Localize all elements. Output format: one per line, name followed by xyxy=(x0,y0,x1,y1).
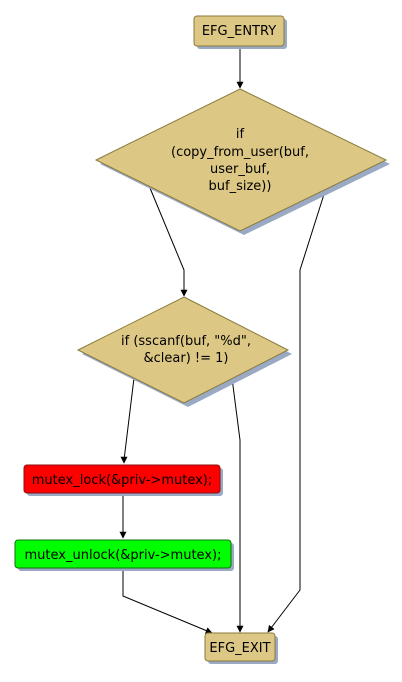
edge-if-sscanf-to-exit xyxy=(231,377,244,633)
exit-node: EFG_EXIT xyxy=(204,632,278,664)
if-sscanf-node: if (sscanf(buf, "%d", &clear) != 1) xyxy=(76,296,292,407)
if-copy-node: if (copy_from_user(buf, user_buf, buf_si… xyxy=(94,88,390,235)
mutex-lock-node: mutex_lock(&priv->mutex); xyxy=(23,464,223,496)
if-copy-line-3: user_buf, xyxy=(210,162,270,177)
if-sscanf-line-1: if (sscanf(buf, "%d", xyxy=(121,334,251,349)
if-sscanf-line-2: &clear) != 1) xyxy=(144,351,229,366)
edge-mutex-unlock-to-exit xyxy=(122,569,213,634)
if-copy-line-1: if xyxy=(236,127,245,142)
edge-if-sscanf-to-mutex-lock xyxy=(120,377,135,464)
if-copy-line-4: buf_size)) xyxy=(209,179,272,194)
edge-if-copy-to-exit xyxy=(267,187,327,633)
if-copy-diamond xyxy=(94,88,388,232)
if-sscanf-diamond xyxy=(76,296,290,404)
edge-if-copy-to-if-sscanf xyxy=(149,187,188,297)
mutex-unlock-box xyxy=(14,539,232,569)
entry-label: EFG_ENTRY xyxy=(202,24,276,39)
exit-box xyxy=(204,632,276,662)
mutex-unlock-label: mutex_unlock(&priv->mutex); xyxy=(25,548,222,563)
mutex-unlock-node: mutex_unlock(&priv->mutex); xyxy=(14,539,234,571)
mutex-lock-box xyxy=(23,464,221,494)
edges xyxy=(119,47,327,634)
entry-box xyxy=(193,15,285,47)
exit-label: EFG_EXIT xyxy=(209,641,270,656)
if-copy-line-2: (copy_from_user(buf, xyxy=(171,145,309,160)
entry-node: EFG_ENTRY xyxy=(193,15,287,49)
mutex-lock-label: mutex_lock(&priv->mutex); xyxy=(32,473,212,488)
